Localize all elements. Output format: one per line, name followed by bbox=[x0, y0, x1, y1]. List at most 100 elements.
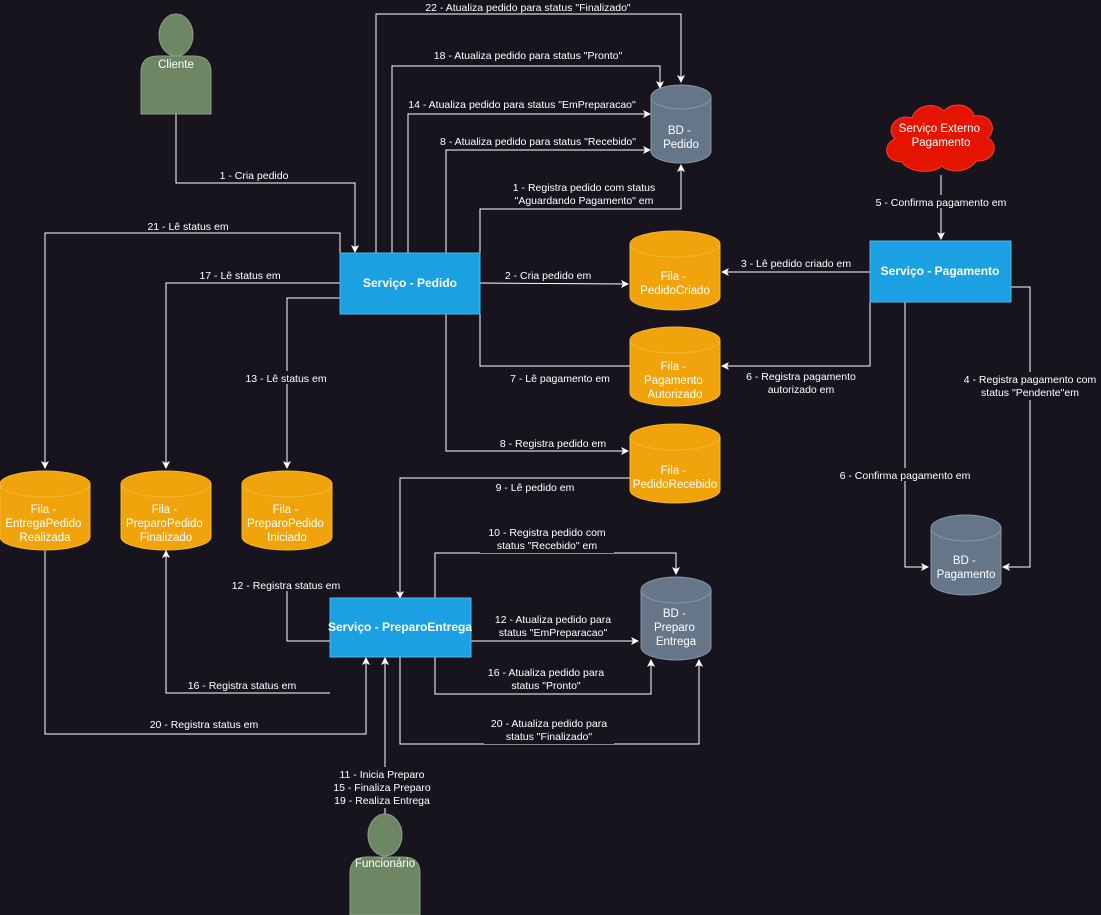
label-text: 5 - Confirma pagamento em bbox=[876, 197, 1007, 209]
label-text: 17 - Lê status em bbox=[199, 270, 280, 282]
edge-4-registra-pendente bbox=[1002, 286, 1031, 571]
label-edge-13: 13 - Lê status em bbox=[240, 371, 332, 385]
label-text: 8 - Registra pedido em bbox=[500, 438, 606, 450]
edge-12-registra-status bbox=[283, 579, 330, 642]
label-edge-12-reg: 12 - Registra status em bbox=[226, 578, 346, 592]
label-edge-7: 7 - Lê pagamento em bbox=[504, 371, 616, 385]
node-label: BD - Pedido bbox=[663, 125, 699, 151]
database-cylinder bbox=[650, 84, 712, 164]
edge-16-registra-status bbox=[162, 550, 330, 694]
edge-8-registra-pedido bbox=[445, 314, 629, 455]
node-label: Fila - EntregaPedido Realizada bbox=[5, 504, 84, 544]
node-label: BD - Preparo Entrega bbox=[654, 608, 698, 648]
label-edge-1-bd: 1 - Registra pedido com status"Aguardand… bbox=[506, 180, 662, 208]
node-bd-pedido: BD - Pedido bbox=[650, 84, 712, 164]
label-edge-22: 22 - Atualiza pedido para status "Finali… bbox=[412, 0, 672, 14]
node-label: Serviço - Pedido bbox=[363, 276, 457, 290]
label-edge-8-fila: 8 - Registra pedido em bbox=[494, 436, 612, 450]
edge-1-cria-pedido bbox=[175, 114, 359, 253]
node-servico-preparo-entrega[interactable]: Serviço - PreparoEntrega bbox=[328, 597, 472, 658]
label-text: 16 - Atualiza pedido para bbox=[488, 667, 604, 679]
label-text: 8 - Atualiza pedido para status "Recebid… bbox=[440, 136, 636, 148]
svg-text:1 - Cria pedido: 1 - Cria pedido bbox=[220, 170, 289, 182]
label-text: "Aguardando Pagamento" em bbox=[515, 195, 654, 207]
node-fila-pagamento-autorizado: Fila - Pagamento Autorizado bbox=[629, 326, 721, 407]
node-servico-pedido[interactable]: Serviço - Pedido bbox=[339, 252, 481, 315]
edge-9-le-pedido bbox=[396, 477, 630, 599]
svg-text:14 - Atualiza pedido para stat: 14 - Atualiza pedido para status "EmPrep… bbox=[408, 99, 636, 111]
node-label: BD - Pagamento bbox=[937, 555, 996, 581]
label-text: 16 - Registra status em bbox=[188, 680, 297, 692]
label-text: status "EmPreparacao" bbox=[499, 627, 608, 639]
label-edge-9: 9 - Lê pedido em bbox=[490, 480, 580, 494]
label-edge-14: 14 - Atualiza pedido para status "EmPrep… bbox=[400, 97, 645, 111]
queue-cylinder bbox=[629, 423, 721, 504]
label-text: 6 - Registra pagamento bbox=[746, 371, 856, 383]
label-text: 1 - Registra pedido com status bbox=[513, 182, 655, 194]
actor-funcionario: Funcionário bbox=[349, 813, 421, 915]
label-text: 6 - Confirma pagamento em bbox=[840, 470, 971, 482]
database-cylinder bbox=[930, 514, 1002, 596]
node-label: Fila - PedidoCriado bbox=[640, 271, 710, 297]
edge-6-confirma-pagamento bbox=[904, 302, 929, 571]
label-text: 18 - Atualiza pedido para status "Pronto… bbox=[434, 50, 623, 62]
person-icon bbox=[140, 13, 212, 115]
svg-text:5 - Confirma pagamento em: 5 - Confirma pagamento em bbox=[876, 197, 1007, 209]
label-text: 19 - Realiza Entrega bbox=[334, 795, 430, 807]
label-text: 12 - Atualiza pedido para bbox=[495, 614, 611, 626]
label-edge-2: 2 - Cria pedido em bbox=[500, 268, 596, 282]
queue-cylinder bbox=[241, 470, 333, 551]
node-servico-externo-pagamento: Serviço Externo Pagamento bbox=[886, 104, 995, 172]
cloud-shape bbox=[886, 104, 995, 172]
edge-13-le-status bbox=[283, 297, 340, 469]
svg-text:12 - Registra status em: 12 - Registra status em bbox=[232, 580, 341, 592]
label-edge-5: 5 - Confirma pagamento em bbox=[868, 195, 1014, 209]
label-text: autorizado em bbox=[768, 384, 835, 396]
node-label: Serviço Externo Pagamento bbox=[899, 123, 983, 149]
svg-text:7 - Lê pagamento em: 7 - Lê pagamento em bbox=[510, 373, 610, 385]
node-label: Fila - Pagamento Autorizado bbox=[644, 361, 706, 401]
svg-text:2 - Cria pedido em: 2 - Cria pedido em bbox=[505, 270, 592, 282]
edge-20-registra-status bbox=[44, 551, 370, 735]
svg-text:17 - Lê status em: 17 - Lê status em bbox=[199, 270, 280, 282]
node-label: Serviço - PreparoEntrega bbox=[328, 620, 472, 634]
node-servico-pagamento[interactable]: Serviço - Pagamento bbox=[869, 240, 1012, 303]
edge-2-cria-pedido bbox=[479, 279, 629, 288]
svg-text:9 - Lê pedido em: 9 - Lê pedido em bbox=[496, 482, 575, 494]
label-edge-8-bd: 8 - Atualiza pedido para status "Recebid… bbox=[432, 134, 642, 148]
svg-text:16 - Registra status em: 16 - Registra status em bbox=[188, 680, 297, 692]
label-edge-1-cria: 1 - Cria pedido bbox=[215, 168, 291, 182]
edge-1-registra-aguardando bbox=[479, 164, 685, 253]
label-text: 13 - Lê status em bbox=[245, 373, 326, 385]
label-edge-18: 18 - Atualiza pedido para status "Pronto… bbox=[420, 48, 635, 62]
label-text: 12 - Registra status em bbox=[232, 580, 341, 592]
label-text: 11 - Inicia Preparo bbox=[339, 769, 424, 781]
node-label: Serviço - Pagamento bbox=[881, 264, 1000, 278]
label-text: 9 - Lê pedido em bbox=[496, 482, 575, 494]
node-fila-pedido-criado: Fila - PedidoCriado bbox=[629, 230, 721, 311]
node-fila-entrega-pedido-realizada: Fila - EntregaPedido Realizada bbox=[0, 470, 91, 551]
svg-text:8 - Atualiza pedido para statu: 8 - Atualiza pedido para status "Recebid… bbox=[440, 136, 636, 148]
node-label: Fila - PedidoRecebido bbox=[633, 465, 717, 491]
actor-label: Cliente bbox=[158, 59, 194, 71]
node-fila-pedido-recebido: Fila - PedidoRecebido bbox=[629, 423, 721, 504]
label-text: status "Recebido" em bbox=[497, 540, 598, 552]
label-edge-20-reg: 20 - Registra status em bbox=[143, 717, 265, 731]
label-text: 3 - Lê pedido criado em bbox=[741, 258, 852, 270]
svg-text:1 - Registra pedido com status: 1 - Registra pedido com status"Aguardand… bbox=[513, 182, 655, 207]
label-text: 4 - Registra pagamento com bbox=[964, 374, 1097, 386]
label-text: 14 - Atualiza pedido para status "EmPrep… bbox=[408, 99, 636, 111]
svg-text:8 - Registra pedido em: 8 - Registra pedido em bbox=[500, 438, 606, 450]
label-text: 10 - Registra pedido com bbox=[488, 527, 606, 539]
svg-text:6 - Confirma pagamento em: 6 - Confirma pagamento em bbox=[840, 470, 971, 482]
